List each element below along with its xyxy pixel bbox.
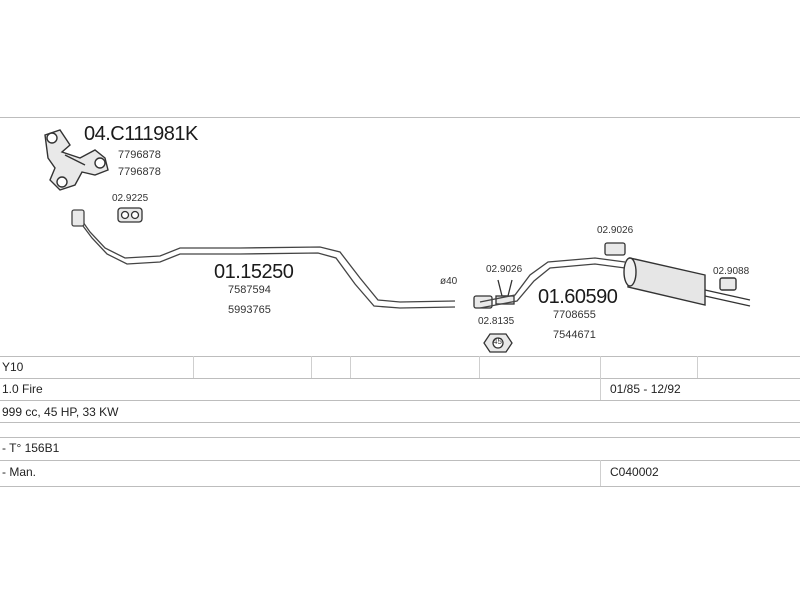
specs-cell: 999 cc, 45 HP, 33 KW — [2, 405, 119, 419]
sealing-ring-icon — [483, 333, 513, 353]
engine-type-cell: - T° 156B1 — [2, 441, 60, 455]
exhaust-manifold-icon — [44, 129, 109, 191]
table-col-4 — [479, 356, 480, 378]
clamp-code: 02.9026 — [486, 264, 523, 275]
ring-code: 02.8135 — [478, 316, 515, 327]
table-col-1 — [193, 356, 194, 378]
hanger-code: 02.9026 — [597, 225, 634, 236]
manifold-ref-2: 7796878 — [118, 166, 161, 178]
table-bottom-rule — [0, 486, 800, 487]
ring-inner-label: 45 — [493, 337, 502, 346]
rear-muffler-icon — [623, 257, 751, 307]
exhaust-drawing — [44, 129, 751, 353]
diameter-label: ø40 — [440, 276, 458, 287]
rear-pipe — [479, 257, 626, 309]
pipe-clamp-icon — [473, 279, 515, 309]
front-pipe — [71, 209, 456, 309]
manifold-ref-1: 7796878 — [118, 149, 161, 161]
front-pipe-ref-2: 5993765 — [228, 304, 271, 316]
rear-box-code: 01.60590 — [538, 286, 618, 308]
front-pipe-code: 01.15250 — [214, 261, 294, 283]
rear-hanger-code: 02.9088 — [713, 266, 750, 277]
table-rule-5 — [0, 460, 800, 461]
model-cell: Y10 — [2, 360, 24, 374]
table-col-7 — [600, 460, 601, 486]
table-col-3 — [350, 356, 351, 378]
gearbox-cell: - Man. — [2, 465, 37, 479]
manifold-code: 04.C111981K — [84, 123, 198, 145]
table-rule-4 — [0, 437, 800, 438]
front-pipe-ref-1: 7587594 — [228, 284, 271, 296]
years-cell: 01/85 - 12/92 — [610, 382, 681, 396]
rear-box-ref-2: 7544671 — [553, 329, 596, 341]
rubber-hanger-icon — [604, 242, 626, 256]
table-rule-3 — [0, 422, 800, 423]
table-top-rule — [0, 356, 800, 357]
table-col-5 — [600, 356, 601, 400]
gasket-icon — [117, 207, 143, 223]
catalog-code-cell: C040002 — [610, 465, 659, 479]
table-rule-1 — [0, 378, 800, 379]
top-border — [0, 117, 800, 118]
rear-box-ref-1: 7708655 — [553, 309, 596, 321]
engine-cell: 1.0 Fire — [2, 382, 43, 396]
table-rule-2 — [0, 400, 800, 401]
gasket-code: 02.9225 — [112, 193, 149, 204]
table-col-2 — [311, 356, 312, 378]
table-col-6 — [697, 356, 698, 378]
